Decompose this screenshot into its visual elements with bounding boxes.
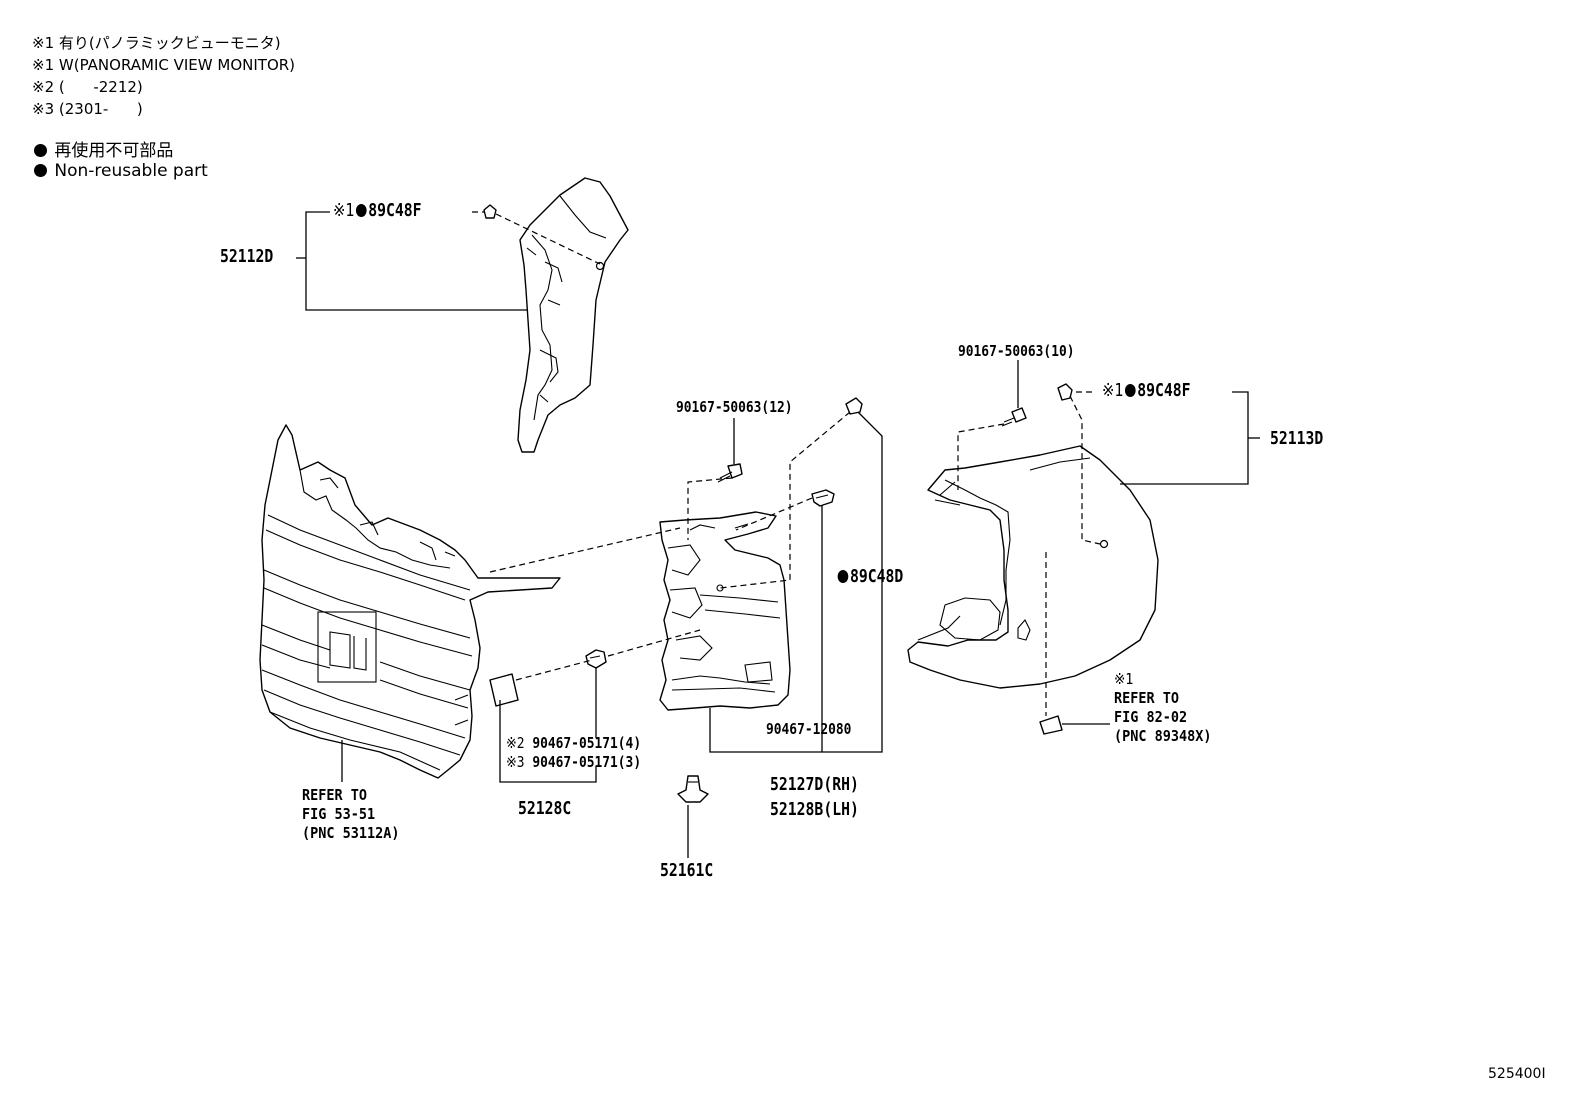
sensor-ref-line-1: REFER TO <box>1114 689 1180 707</box>
sensor-clip-drawing <box>1039 715 1063 735</box>
callout-89c48f-right: ※1 89C48F <box>1102 380 1191 401</box>
filled-circle-icon <box>1124 384 1136 397</box>
sensor-ref-mark: ※1 <box>1114 670 1134 688</box>
grille-ref-line-3: (PNC 53112A) <box>302 824 400 842</box>
leader-lines <box>296 211 1260 858</box>
sensor-ref-line-3: (PNC 89348X) <box>1114 727 1212 745</box>
callout-90167-50063-12: 90167-50063(12) <box>676 398 793 416</box>
callout-89c48f-top: ※1 89C48F <box>333 200 422 221</box>
grille-ref-line-2: FIG 53-51 <box>302 805 376 823</box>
part-number-89c48f: 89C48F <box>1137 380 1191 401</box>
callout-52128b-lh: 52128B(LH) <box>770 799 859 820</box>
grille-reference: REFER TO FIG 53-51 (PNC 53112A) <box>302 786 400 843</box>
screw-90167-50063-12-drawing <box>717 463 743 483</box>
callout-52127d-rh: 52127D(RH) <box>770 774 859 795</box>
pin-52161c-drawing <box>677 775 709 803</box>
callout-52128c: 52128C <box>518 798 572 819</box>
filled-circle-icon <box>355 204 367 217</box>
note-mark-3: ※3 <box>506 753 525 771</box>
note-mark-1: ※1 <box>1102 380 1124 401</box>
callout-52161c: 52161C <box>660 860 714 881</box>
sensor-reference: ※1 REFER TO FIG 82-02 (PNC 89348X) <box>1114 670 1212 746</box>
legend-jp: 再使用不可部品 <box>54 141 174 161</box>
part-number-90467-05171-4: 90467-05171(4) <box>532 734 642 752</box>
legend-en: Non-reusable part <box>54 161 208 181</box>
sensor-ref-line-2: FIG 82-02 <box>1114 708 1188 726</box>
cover-52128c-drawing <box>489 673 519 707</box>
figure-id: 525400I <box>1488 1066 1546 1082</box>
note-mark-1: ※1 <box>333 200 355 221</box>
clip-89c48f-right-drawing <box>1057 383 1073 401</box>
note-3: ※3 (2301- ) <box>32 100 143 118</box>
grille-drawing <box>259 424 561 779</box>
note-1-jp: ※1 有り(パノラミックビューモニタ) <box>32 34 281 52</box>
grille-ref-line-1: REFER TO <box>302 786 368 804</box>
notes-block: ※1 有り(パノラミックビューモニタ) ※1 W(PANORAMIC VIEW … <box>32 32 295 120</box>
part-number-89c48d: 89C48D <box>849 566 904 587</box>
callout-52112d: 52112D <box>220 246 274 267</box>
note-1-en: ※1 W(PANORAMIC VIEW MONITOR) <box>32 56 296 74</box>
filled-circle-icon <box>34 164 47 177</box>
callout-90467-12080: 90467-12080 <box>766 720 852 738</box>
part-52112d-drawing <box>517 177 629 453</box>
screw-90167-50063-10-drawing <box>1001 407 1027 427</box>
legend-jp-row: 再使用不可部品 <box>32 136 173 161</box>
filled-circle-icon <box>837 570 849 583</box>
filled-circle-icon <box>34 144 47 157</box>
note-2: ※2 ( -2212) <box>32 78 143 96</box>
clip-89c48f-top-drawing <box>483 204 497 219</box>
clip-89c48d-drawing <box>845 397 863 415</box>
part-number-90467-05171-3: 90467-05171(3) <box>532 753 642 771</box>
legend-en-row: Non-reusable part <box>32 161 208 181</box>
clip-90467-05171-drawing <box>585 649 607 669</box>
clip-90467-12080-drawing <box>811 489 835 507</box>
callout-89c48d: 89C48D <box>836 566 903 587</box>
callout-52113d: 52113D <box>1270 428 1324 449</box>
note-mark-2: ※2 <box>506 734 525 752</box>
part-52113d-drawing <box>907 445 1159 689</box>
part-52127d-drawing <box>659 511 791 711</box>
callout-90467-05171-4: ※2 90467-05171(4) <box>506 734 641 752</box>
callout-90467-05171-3: ※3 90467-05171(3) <box>506 753 641 771</box>
callout-90167-50063-10: 90167-50063(10) <box>958 342 1075 360</box>
part-number-89c48f: 89C48F <box>368 200 422 221</box>
